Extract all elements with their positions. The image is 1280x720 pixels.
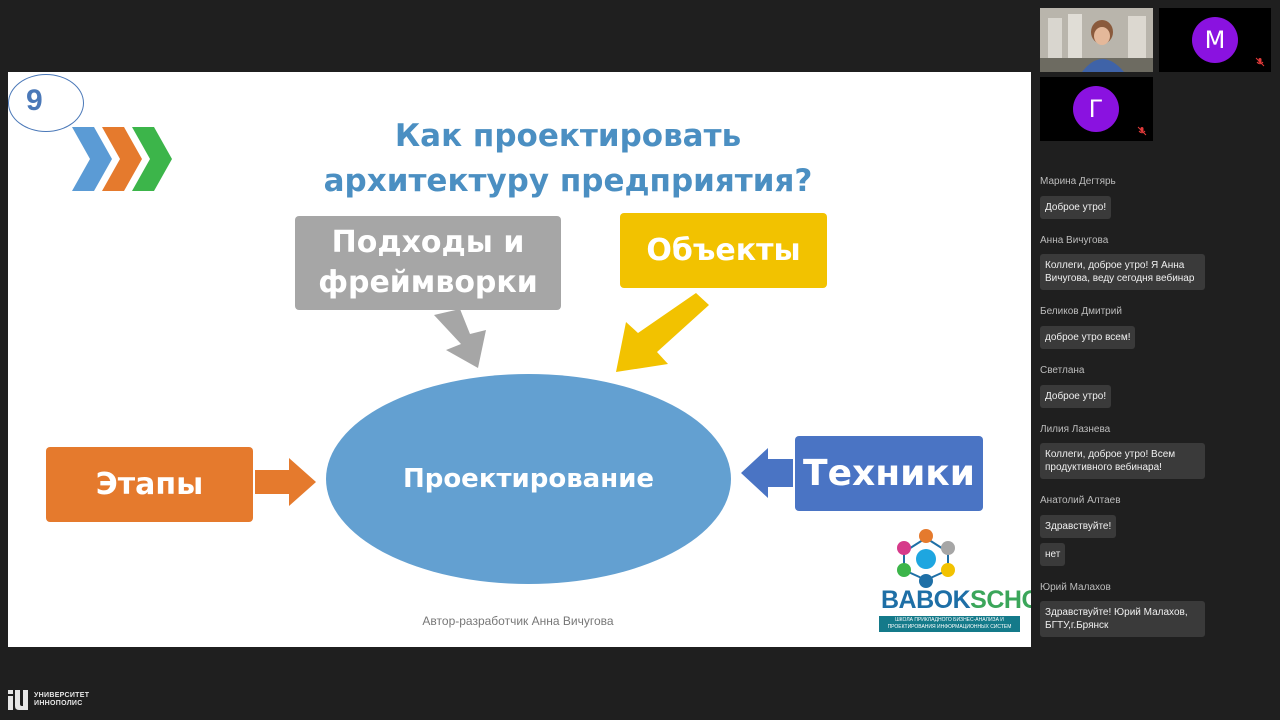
avatar: М: [1192, 17, 1238, 63]
chat-message: Светлана Доброе утро!: [1040, 365, 1275, 412]
slide-title: Как проектировать архитектуру предприяти…: [248, 114, 888, 204]
chat-author: Беликов Дмитрий: [1040, 306, 1122, 317]
video-tile-participant-m[interactable]: М: [1159, 8, 1271, 72]
box-approaches: Подходы и фреймворки: [295, 216, 561, 310]
diagram-arrows: [255, 293, 793, 506]
chat-bubble: доброе утро всем!: [1040, 326, 1136, 349]
innopolis-wordmark: УНИВЕРСИТЕТ ИННОПОЛИС: [34, 692, 90, 707]
box-objects: Объекты: [620, 213, 827, 288]
chat-panel: Марина Дегтярь Доброе утро! Анна Вичугов…: [1040, 176, 1275, 653]
chat-bubble: Здравствуйте!: [1040, 515, 1117, 538]
chat-author: Марина Дегтярь: [1040, 176, 1116, 187]
slide-number-ring: [8, 74, 84, 132]
chat-bubble: Коллеги, доброе утро! Всем продуктивного…: [1040, 443, 1205, 479]
chat-bubble: Здравствуйте! Юрий Малахов, БГТУ,г.Брянс…: [1040, 601, 1205, 637]
box-stages: Этапы: [46, 447, 253, 522]
arrow-approaches: [434, 309, 486, 368]
arrow-stages: [255, 458, 316, 506]
arrow-techniques: [741, 448, 793, 498]
logo-subtitle: ШКОЛА ПРИКЛАДНОГО БИЗНЕС-АНАЛИЗА И ПРОЕК…: [879, 616, 1020, 632]
chat-message: Лилия Лазнева Коллеги, доброе утро! Всем…: [1040, 424, 1275, 483]
chat-message: Юрий Малахов Здравствуйте! Юрий Малахов,…: [1040, 582, 1275, 641]
box-approaches-line1: Подходы и: [331, 225, 525, 260]
chat-message: Марина Дегтярь Доброе утро!: [1040, 176, 1275, 223]
logo-wordmark: BABOKSCHOOL: [881, 586, 1031, 614]
innopolis-logo: УНИВЕРСИТЕТ ИННОПОЛИС: [8, 690, 89, 710]
chat-author: Лилия Лазнева: [1040, 424, 1111, 435]
video-tile-participant-g[interactable]: Г: [1040, 77, 1153, 141]
chat-bubble: Доброе утро!: [1040, 196, 1112, 219]
box-techniques: Техники: [795, 436, 983, 511]
chat-message: Анатолий Алтаев Здравствуйте! нет: [1040, 495, 1275, 570]
innopolis-mark-icon: [8, 690, 28, 710]
chat-bubble: Доброе утро!: [1040, 385, 1112, 408]
mic-muted-icon: [1255, 57, 1265, 67]
slide-author: Автор-разработчик Анна Вичугова: [422, 614, 614, 628]
mic-muted-icon: [1137, 126, 1147, 136]
chat-author: Анатолий Алтаев: [1040, 495, 1121, 506]
slide-number: 9: [26, 84, 43, 117]
chat-author: Юрий Малахов: [1040, 582, 1111, 593]
arrow-objects: [616, 293, 709, 372]
chat-bubble: нет: [1040, 543, 1066, 566]
chat-message: Анна Вичугова Коллеги, доброе утро! Я Ан…: [1040, 235, 1275, 294]
molecule-logo-icon: [897, 529, 955, 588]
avatar: Г: [1073, 86, 1119, 132]
slide-title-line1: Как проектировать: [394, 118, 742, 154]
chat-author: Анна Вичугова: [1040, 235, 1109, 246]
center-ellipse: Проектирование: [326, 374, 731, 584]
video-tile-speaker[interactable]: [1040, 8, 1153, 72]
babok-school-logo: BABOKSCHOOL ШКОЛА ПРИКЛАДНОГО БИЗНЕС-АНА…: [876, 526, 1031, 636]
chat-bubble: Коллеги, доброе утро! Я Анна Вичугова, в…: [1040, 254, 1205, 290]
presentation-slide: 9 Как проектировать архитектуру предприя…: [8, 72, 1031, 647]
speaker-video-feed: [1040, 8, 1153, 72]
chat-message: Беликов Дмитрий доброе утро всем!: [1040, 306, 1275, 353]
slide-title-line2: архитектуру предприятия?: [323, 163, 813, 199]
chat-author: Светлана: [1040, 365, 1085, 376]
box-approaches-line2: фреймворки: [318, 265, 538, 300]
chevrons-icon: [72, 127, 172, 191]
